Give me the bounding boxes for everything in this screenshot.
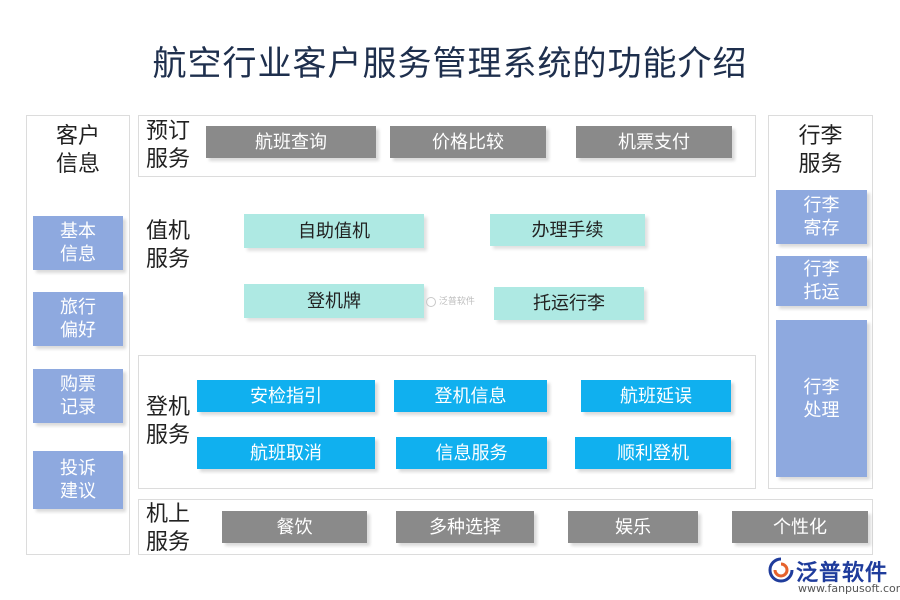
boarding-flight-delay[interactable]: 航班延误 bbox=[581, 380, 731, 412]
baggage-label: 行李 服务 bbox=[798, 124, 843, 177]
booking-price-compare[interactable]: 价格比较 bbox=[390, 126, 546, 158]
fanpu-logo-icon bbox=[768, 557, 794, 583]
customer-info-ticket-records[interactable]: 购票 记录 bbox=[33, 369, 123, 423]
booking-label: 预订 服务 bbox=[145, 119, 190, 172]
booking-flight-search[interactable]: 航班查询 bbox=[206, 126, 376, 158]
customer-info-basic[interactable]: 基本 信息 bbox=[33, 216, 123, 270]
watermark-text: 泛普软件 bbox=[438, 297, 475, 307]
inflight-catering[interactable]: 餐饮 bbox=[222, 511, 367, 543]
customer-info-travel-preference[interactable]: 旅行 偏好 bbox=[33, 292, 123, 346]
customer-info-label: 客户 信息 bbox=[55, 124, 100, 177]
checkin-boarding-pass[interactable]: 登机牌 bbox=[244, 284, 424, 318]
baggage-handling[interactable]: 行李 处理 bbox=[776, 320, 867, 477]
watermark: 泛普软件 bbox=[426, 294, 486, 308]
boarding-label: 登机 服务 bbox=[145, 395, 190, 448]
booking-ticket-payment[interactable]: 机票支付 bbox=[576, 126, 732, 158]
watermark-logo-icon bbox=[426, 296, 436, 307]
checkin-procedures[interactable]: 办理手续 bbox=[490, 214, 645, 246]
fanpu-logo: 泛普软件 www.fanpusoft.com bbox=[768, 555, 900, 597]
inflight-personalization[interactable]: 个性化 bbox=[732, 511, 868, 543]
checkin-baggage-checking[interactable]: 托运行李 bbox=[494, 287, 644, 320]
baggage-storage[interactable]: 行李 寄存 bbox=[776, 190, 867, 244]
boarding-smooth-boarding[interactable]: 顺利登机 bbox=[575, 437, 731, 469]
boarding-info-service[interactable]: 信息服务 bbox=[396, 437, 547, 469]
fanpu-logo-url: www.fanpusoft.com bbox=[798, 582, 900, 595]
boarding-security-guide[interactable]: 安检指引 bbox=[197, 380, 375, 412]
baggage-checking[interactable]: 行李 托运 bbox=[776, 256, 867, 306]
boarding-flight-cancel[interactable]: 航班取消 bbox=[197, 437, 375, 469]
inflight-label: 机上 服务 bbox=[145, 502, 190, 555]
fanpu-logo-text: 泛普软件 bbox=[796, 561, 889, 586]
inflight-entertainment[interactable]: 娱乐 bbox=[568, 511, 698, 543]
page-title: 航空行业客户服务管理系统的功能介绍 bbox=[152, 44, 748, 84]
inflight-multiple-choices[interactable]: 多种选择 bbox=[396, 511, 534, 543]
checkin-self-service[interactable]: 自助值机 bbox=[244, 214, 424, 248]
checkin-label: 值机 服务 bbox=[145, 219, 190, 272]
boarding-info[interactable]: 登机信息 bbox=[394, 380, 547, 412]
customer-info-complaints[interactable]: 投诉 建议 bbox=[33, 451, 123, 509]
